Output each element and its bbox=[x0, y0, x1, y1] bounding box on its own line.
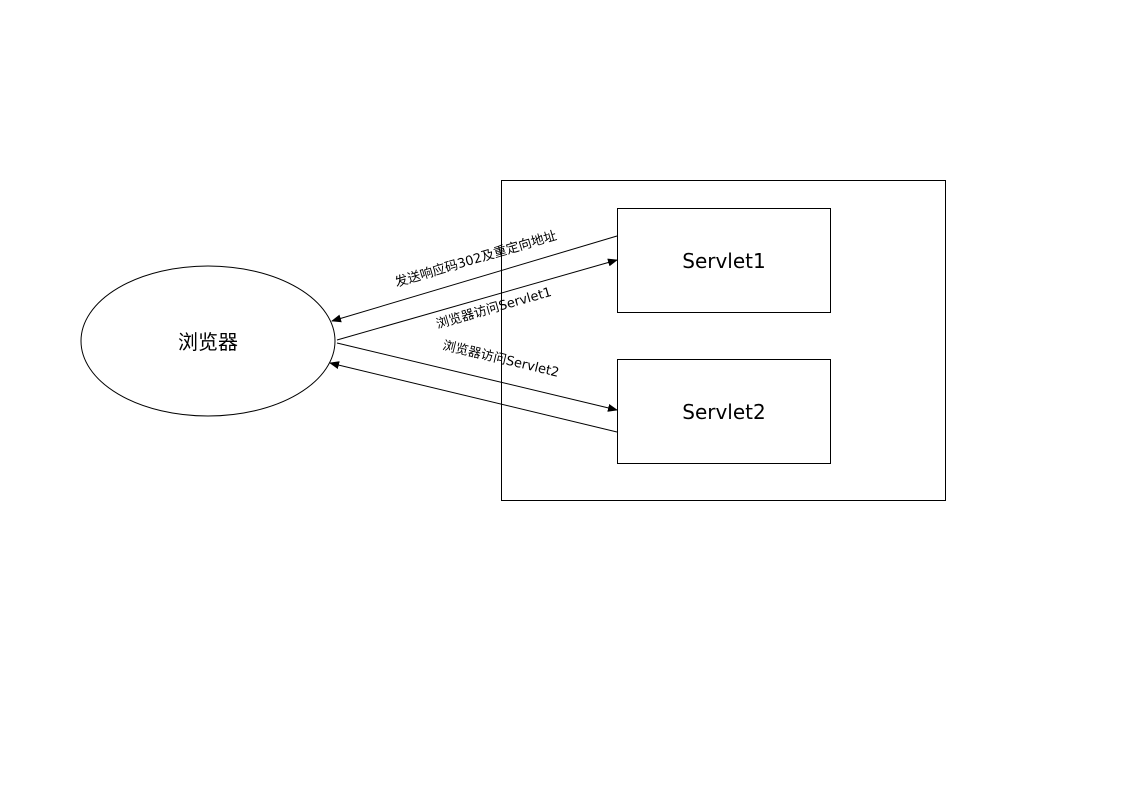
access-servlet2-arrow bbox=[336, 342, 618, 412]
access-servlet1-arrow bbox=[336, 258, 618, 341]
redirect-response-arrow bbox=[331, 235, 618, 323]
servlet2-box bbox=[617, 359, 831, 464]
browser-ellipse bbox=[80, 265, 336, 417]
servlet2-response-arrow bbox=[329, 361, 618, 433]
servlet1-label: Servlet1 bbox=[682, 249, 766, 273]
browser-node: 浏览器 bbox=[80, 265, 336, 417]
servlet2-node: Servlet2 bbox=[617, 359, 831, 464]
browser-label: 浏览器 bbox=[178, 330, 238, 354]
servlet1-box bbox=[617, 208, 831, 313]
servlet2-label: Servlet2 bbox=[682, 400, 766, 424]
servlet1-node: Servlet1 bbox=[617, 208, 831, 313]
